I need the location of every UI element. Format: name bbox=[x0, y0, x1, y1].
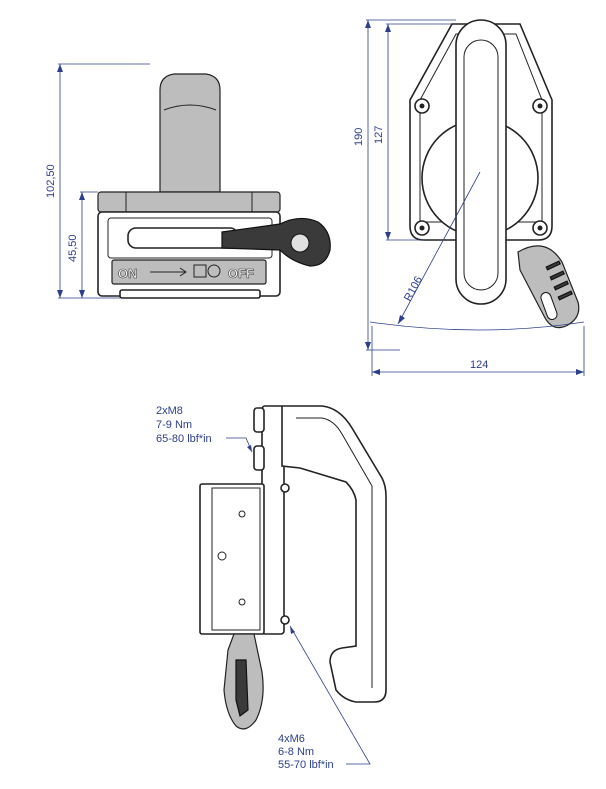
front-handle bbox=[159, 73, 221, 193]
note-upper-line2: 7-9 Nm bbox=[156, 419, 192, 431]
front-dim-102-text: 102,50 bbox=[45, 164, 57, 198]
top-dim-190-text: 190 bbox=[353, 128, 365, 146]
side-note-upper: 2xM8 7-9 Nm 65-80 lbf*in bbox=[156, 405, 253, 453]
front-dimension-total-height: 102,50 bbox=[45, 63, 150, 299]
top-dimension-plate-height: 127 bbox=[373, 23, 452, 241]
top-lever bbox=[517, 245, 580, 329]
note-upper-line3: 65-80 lbf*in bbox=[156, 433, 212, 445]
front-dimension-body-height: 45,50 bbox=[67, 191, 98, 298]
top-screw-holes bbox=[414, 98, 548, 236]
front-label-plate bbox=[111, 259, 267, 285]
top-dimension-total-height: 190 bbox=[353, 19, 456, 351]
side-switch-body bbox=[199, 483, 265, 635]
note-lower-line3: 55-70 lbf*in bbox=[278, 759, 334, 771]
front-dim-45-text: 45,50 bbox=[67, 234, 79, 262]
note-lower-line2: 6-8 Nm bbox=[278, 746, 314, 758]
side-mount-plate bbox=[261, 405, 285, 635]
front-label-off: OFF bbox=[228, 266, 254, 281]
note-lower-line1: 4xM6 bbox=[278, 733, 305, 745]
top-view: R106 190 127 124 bbox=[353, 19, 585, 376]
top-dim-radius-text: R106 bbox=[402, 275, 425, 304]
side-handle bbox=[281, 405, 387, 703]
front-lever bbox=[221, 217, 331, 267]
front-top-plate bbox=[97, 191, 281, 213]
side-bolt-heads bbox=[253, 407, 290, 625]
side-note-lower: 4xM6 6-8 Nm 55-70 lbf*in bbox=[278, 625, 371, 771]
top-dim-124-text: 124 bbox=[470, 359, 488, 371]
top-handle bbox=[455, 19, 507, 305]
front-view: ON OFF 102,50 45,50 bbox=[45, 63, 331, 299]
side-view: 2xM8 7-9 Nm 65-80 lbf*in 4xM6 6-8 Nm 55-… bbox=[156, 405, 387, 771]
top-dim-127-text: 127 bbox=[373, 126, 385, 144]
front-label-on: ON bbox=[118, 266, 138, 281]
top-dimension-width: 124 bbox=[371, 326, 585, 376]
note-upper-line1: 2xM8 bbox=[156, 405, 183, 417]
